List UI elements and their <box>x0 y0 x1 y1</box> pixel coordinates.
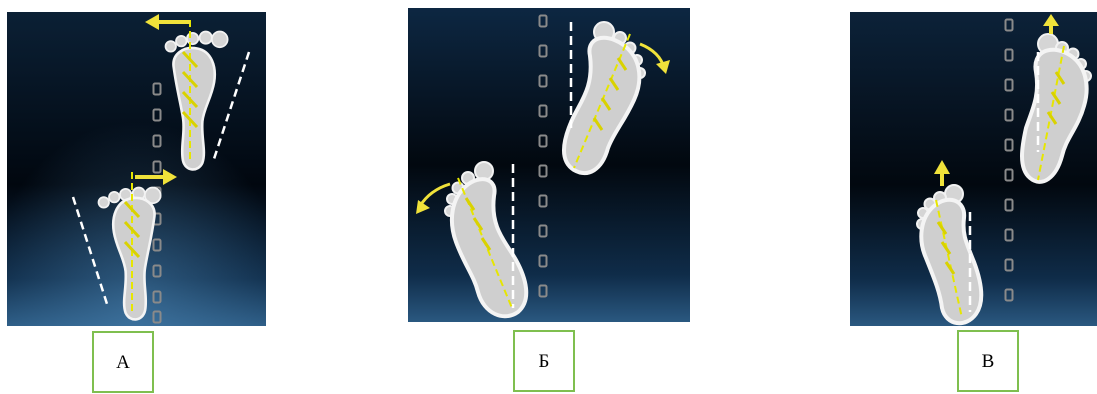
label-box-b: Б <box>513 330 575 392</box>
label-box-c: В <box>957 330 1019 392</box>
left-foot <box>71 169 177 322</box>
foot-diagram-b-graphic <box>408 8 690 322</box>
right-foot <box>145 14 251 172</box>
left-foot <box>416 161 529 319</box>
left-foot <box>916 160 984 325</box>
foot-diagram-a <box>7 12 266 326</box>
label-c: В <box>981 351 995 372</box>
right-foot <box>1020 14 1092 184</box>
label-b: Б <box>538 351 550 372</box>
foot-diagram-a-graphic <box>7 12 266 326</box>
label-box-a: А <box>92 331 154 393</box>
foot-diagram-c <box>850 12 1097 326</box>
label-a: А <box>116 352 130 373</box>
foot-diagram-c-graphic <box>850 12 1097 326</box>
right-foot <box>562 21 670 176</box>
foot-diagram-b <box>408 8 690 322</box>
